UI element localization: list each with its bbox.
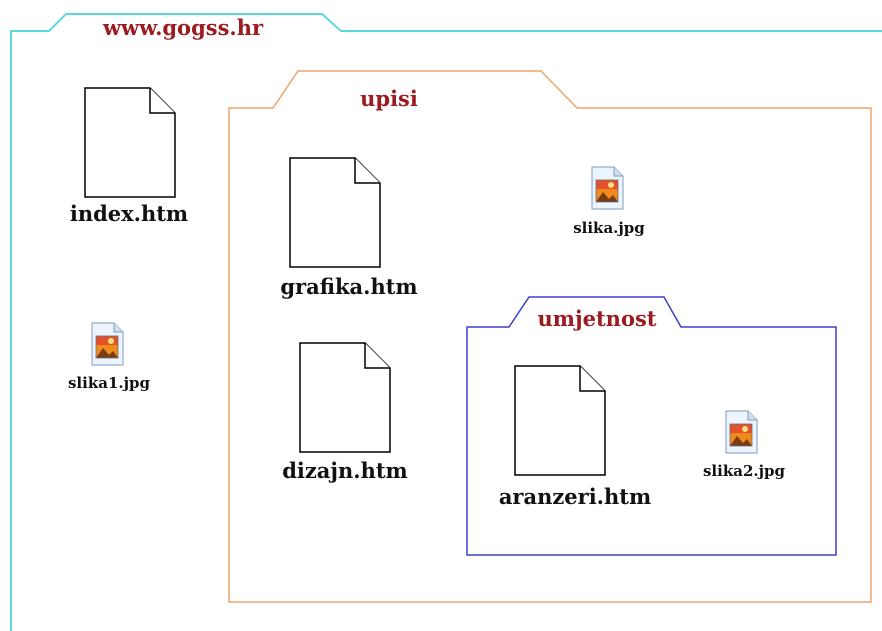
umjetnost-folder-title: umjetnost <box>537 306 657 331</box>
root-folder-title: www.gogss.hr <box>102 15 264 40</box>
slika2-jpg-image-icon <box>725 410 758 454</box>
slika2-file-label: slika2.jpg <box>702 462 786 480</box>
slika-jpg-image-icon <box>591 166 624 210</box>
dizajn-file-label: dizajn.htm <box>282 458 408 483</box>
upisi-folder-frame <box>228 70 872 603</box>
root-folder-frame <box>10 13 882 631</box>
slika1-jpg-image-icon <box>91 322 124 366</box>
dizajn-document-icon <box>299 342 391 453</box>
aranzeri-file-label: aranzeri.htm <box>498 484 652 509</box>
aranzeri-document-icon <box>514 365 606 476</box>
slika-file-label: slika.jpg <box>573 219 645 237</box>
slika1-file-label: slika1.jpg <box>67 374 151 392</box>
index-file-label: index.htm <box>69 201 189 226</box>
upisi-folder-title: upisi <box>360 86 418 111</box>
umjetnost-folder-frame <box>466 296 837 556</box>
grafika-document-icon <box>289 157 381 268</box>
grafika-file-label: grafika.htm <box>280 274 418 299</box>
index-document-icon <box>84 87 176 198</box>
